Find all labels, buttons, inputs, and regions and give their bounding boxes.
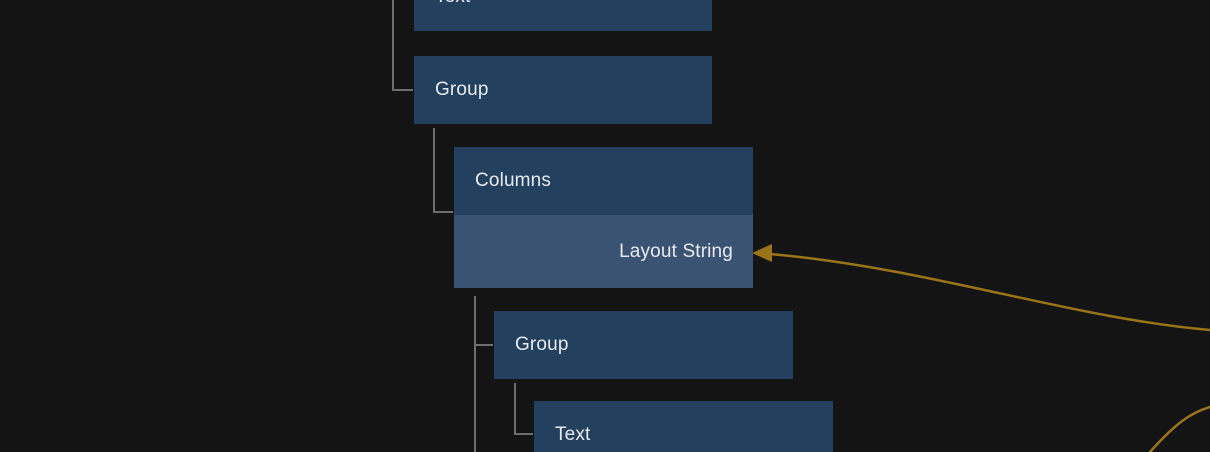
node-group-1-label: Group <box>435 79 489 100</box>
node-text-top[interactable]: Text <box>414 0 712 31</box>
node-group-1[interactable]: Group <box>414 56 712 124</box>
node-text-bottom-label: Text <box>555 424 591 445</box>
callout-arrow-layout-string-head <box>752 244 772 262</box>
connector-to-text-bottom <box>514 383 533 435</box>
callout-arrow-layout-string-line <box>768 252 1210 332</box>
callout-arrow-lower-line <box>1148 405 1210 452</box>
node-text-bottom[interactable]: Text <box>534 401 833 452</box>
connector-to-group-1 <box>392 0 413 91</box>
node-group-2[interactable]: Group <box>494 311 793 379</box>
node-layout-string-label: Layout String <box>619 240 733 262</box>
annotation-layer <box>752 244 1210 452</box>
connector-to-columns <box>433 128 453 213</box>
node-group-2-label: Group <box>515 334 569 355</box>
node-columns[interactable]: Columns <box>454 147 753 215</box>
connector-layer <box>392 0 533 452</box>
node-layout-string[interactable]: Layout String <box>454 215 753 288</box>
node-columns-label: Columns <box>475 170 552 191</box>
node-text-top-label: Text <box>435 0 470 8</box>
